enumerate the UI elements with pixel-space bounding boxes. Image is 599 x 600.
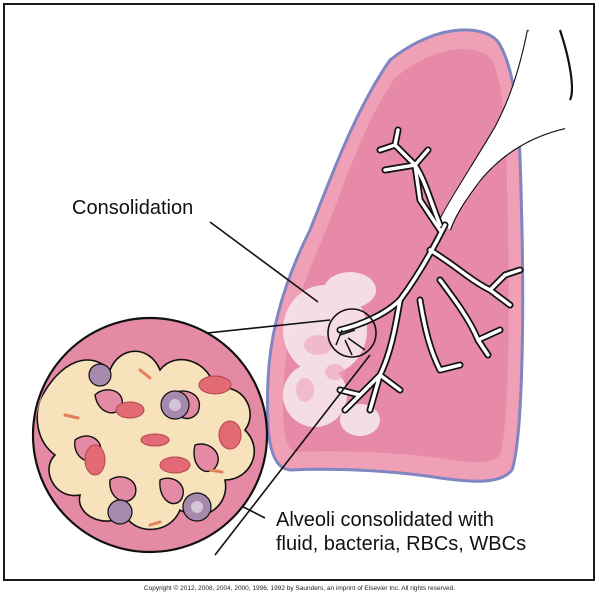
alveoli-label-line1: Alveoli consolidated with <box>276 509 494 531</box>
airway-fill <box>440 30 565 230</box>
rbc-cells <box>84 375 242 476</box>
alveoli-label: Alveoli consolidated with fluid, bacteri… <box>276 508 526 556</box>
consolidation-pointer <box>209 221 319 303</box>
alveoli-label-line2: fluid, bacteria, RBCs, WBCs <box>276 533 527 555</box>
bacteria <box>63 368 224 527</box>
copyright-text: Copyright © 2012, 2008, 2004, 2000, 1996… <box>143 585 456 592</box>
magnify-source-circle <box>327 308 377 358</box>
alveoli-magnified-circle <box>31 316 269 554</box>
consolidation-label: Consolidation <box>72 197 194 219</box>
